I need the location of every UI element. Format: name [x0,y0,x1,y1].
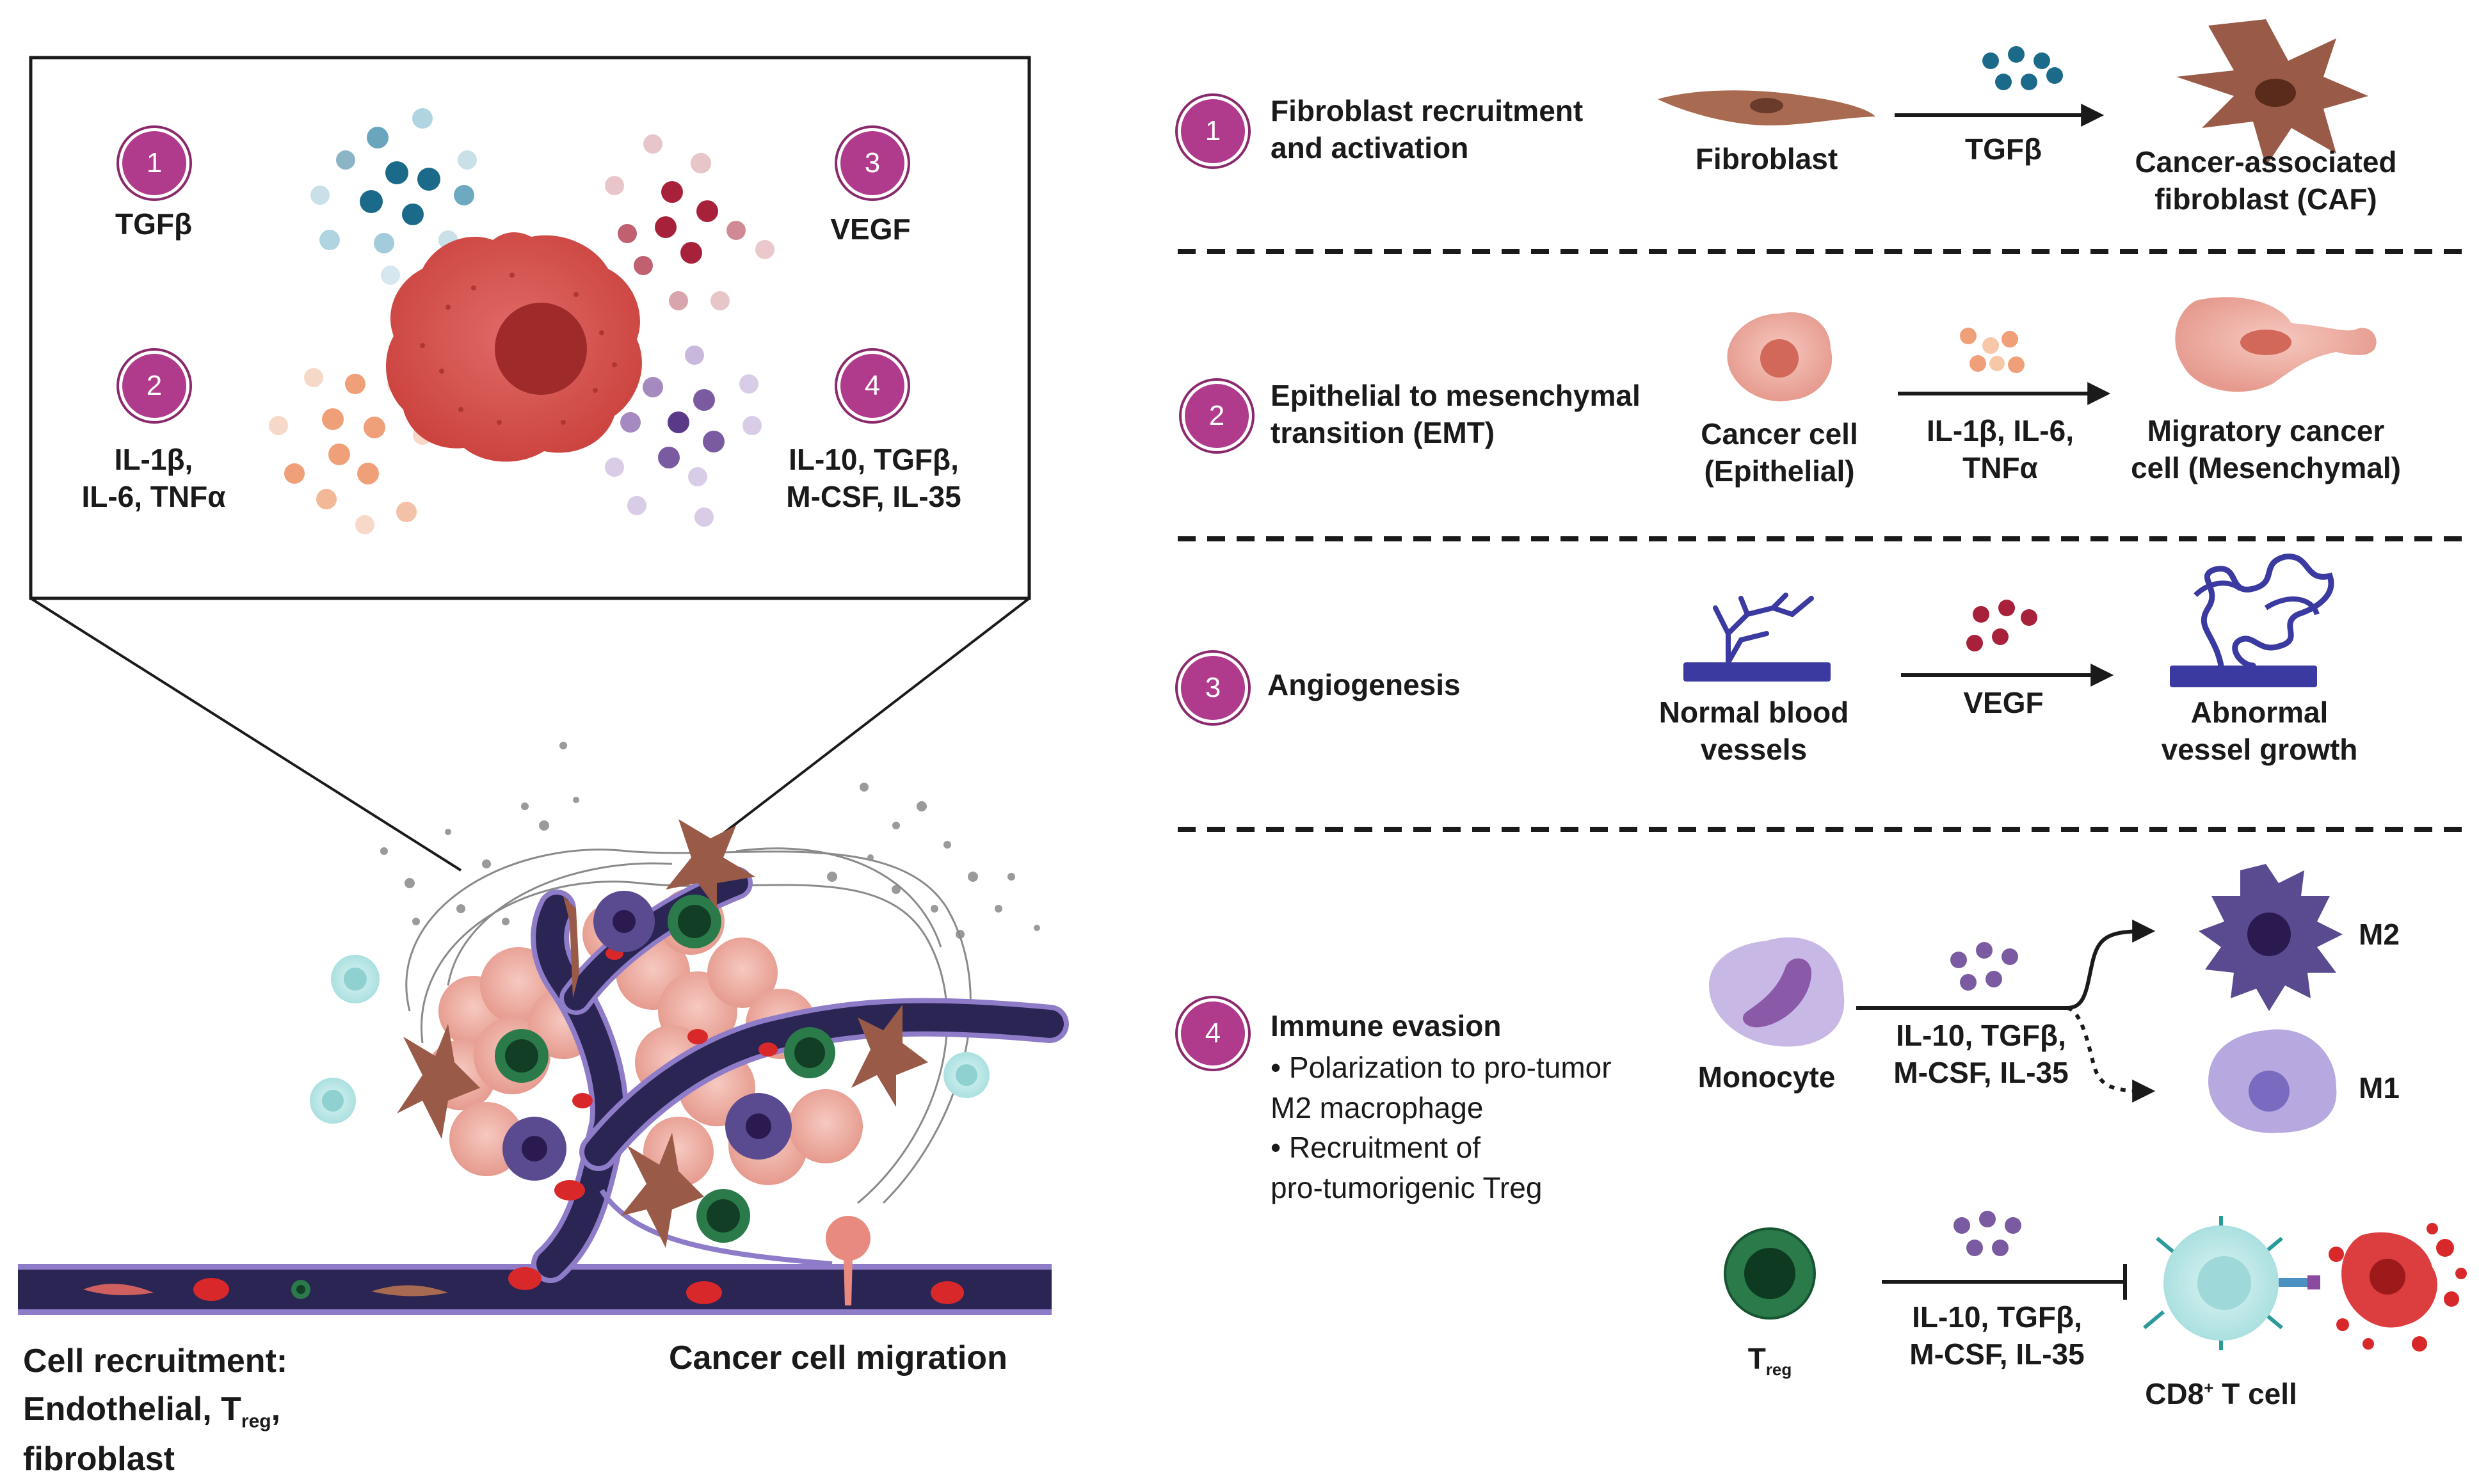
inset-label-il10-line2: M-CSF, IL-35 [786,479,961,513]
row2-arrow-line2: TNFα [1962,451,2038,484]
cancer-migration-caption: Cancer cell migration [669,1339,1007,1376]
row2-title-line1: Epithelial to mesenchymal [1271,379,1641,412]
inset-badge-1: 1 [119,128,189,198]
inhibition-arrow [1882,1264,2127,1300]
inset-label-il10-line1: IL-10, TGFβ, [789,443,959,476]
row1-title-line1: Fibroblast recruitment [1271,94,1584,127]
row4-arrow-line1: IL-10, TGFβ, [1896,1019,2066,1052]
m1-label: M1 [2359,1071,2400,1105]
row-separators [1178,249,2471,832]
inset-label-vegf: VEGF [830,212,911,246]
row4-badge: 4 [1178,998,1248,1069]
row3-arrow-label: VEGF [1963,686,2044,719]
row2-left-line1: Cancer cell [1701,417,1858,451]
inset-label-il1: IL-1β, IL-6, TNFα [58,442,250,515]
abnormal-vessel-icon [2170,554,2334,687]
row3-right-line1: Abnormal [2190,696,2329,729]
dead-cancer-cell-icon [2329,1223,2467,1352]
row3-right-line2: vessel growth [2161,732,2358,766]
cell-recruitment-line2: Endothelial, Treg, [23,1391,281,1432]
tgfb-dots-row1 [1982,46,2063,90]
row4-inhibit-line2: M-CSF, IL-35 [1909,1337,2085,1371]
tumor-cell-icon [386,232,642,462]
row2-title: Epithelial to mesenchymal transition (EM… [1271,378,1693,451]
row1-title-line2: and activation [1271,131,1469,164]
row3-left-label: Normal blood vessels [1639,694,1869,768]
cell-recruitment-line3: fibroblast [23,1440,175,1478]
row1-title: Fibroblast recruitment and activation [1271,93,1667,166]
row1-right-line2: fibroblast (CAF) [2154,182,2377,216]
row4-bullet1-line1: • Polarization to pro-tumor [1271,1051,1612,1084]
row3-left-line1: Normal blood [1658,696,1849,729]
treg-label: Treg [1747,1342,1792,1380]
cell-recruitment-caption: Cell recruitment: Endothelial, Treg, fib… [23,1337,471,1484]
row2-right-label: Migratory cancer cell (Mesenchymal) [2112,413,2419,486]
il1-dots-row2 [1960,328,2025,373]
row4-arrow-line2: M-CSF, IL-35 [1893,1055,2069,1089]
row3-right-label: Abnormal vessel growth [2125,694,2394,768]
m2-label: M2 [2359,918,2400,951]
inset-label-il10: IL-10, TGFβ, M-CSF, IL-35 [765,442,983,515]
inset-label-il1-line2: IL-6, TNFα [81,479,226,513]
cd8-label: CD8+ T cell [2145,1377,2297,1410]
inset-badge-2: 2 [119,351,189,421]
blood-vessel-icon [1683,593,1831,682]
row3-title: Angiogenesis [1267,668,1461,701]
row2-left-line2: (Epithelial) [1704,454,1855,488]
row2-title-line2: transition (EMT) [1271,415,1495,449]
row4-bullet2-line1: • Recruitment of [1271,1131,1480,1165]
monocyte-label: Monocyte [1697,1060,1836,1094]
il10-particles [605,346,762,527]
row2-left-label: Cancer cell (Epithelial) [1677,416,1882,490]
row2-right-line2: cell (Mesenchymal) [2131,451,2401,484]
cd8-t-cell-icon [2143,1216,2320,1350]
tgfb-particles [310,108,477,285]
vegf-dots-row3 [1966,600,2037,651]
inset-label-tgfb: TGFβ [115,207,193,241]
row4-bullet2-line2: pro-tumorigenic Treg [1271,1170,1543,1204]
row4-arrow-label: IL-10, TGFβ, M-CSF, IL-35 [1879,1017,2083,1091]
row1-right-label: Cancer-associated fibroblast (CAF) [2112,144,2419,218]
il10-dots-row4b [1954,1211,2021,1256]
row3-badge: 3 [1178,653,1248,723]
row4-inhibit-label: IL-10, TGFβ, M-CSF, IL-35 [1895,1299,2099,1373]
row4-bullets: • Polarization to pro-tumor M2 macrophag… [1271,1048,1667,1208]
row1-arrow-label: TGFβ [1964,132,2042,166]
row2-badge: 2 [1182,381,1252,451]
row4-inhibit-line1: IL-10, TGFβ, [1912,1300,2082,1334]
row1-left-label: Fibroblast [1695,142,1838,175]
row2-arrow-line1: IL-1β, IL-6, [1927,414,2074,447]
vegf-particles [605,134,774,310]
il10-dots-row4a [1950,942,2018,991]
row1-right-line1: Cancer-associated [2135,145,2397,179]
row2-right-line1: Migratory cancer [2147,414,2385,447]
inset-badge-3: 3 [837,128,908,198]
row1-badge: 1 [1178,96,1248,166]
inset-badge-4: 4 [837,351,908,421]
row4-bullet1-line2: M2 macrophage [1271,1090,1484,1124]
row4-title: Immune evasion [1271,1009,1502,1042]
tumor-microenvironment [18,742,1069,1315]
row3-left-line2: vessels [1700,732,1808,766]
cell-recruitment-line1: Cell recruitment: [23,1343,288,1380]
row2-arrow-label: IL-1β, IL-6, TNFα [1907,413,2093,486]
inset-label-il1-line1: IL-1β, [114,443,193,476]
